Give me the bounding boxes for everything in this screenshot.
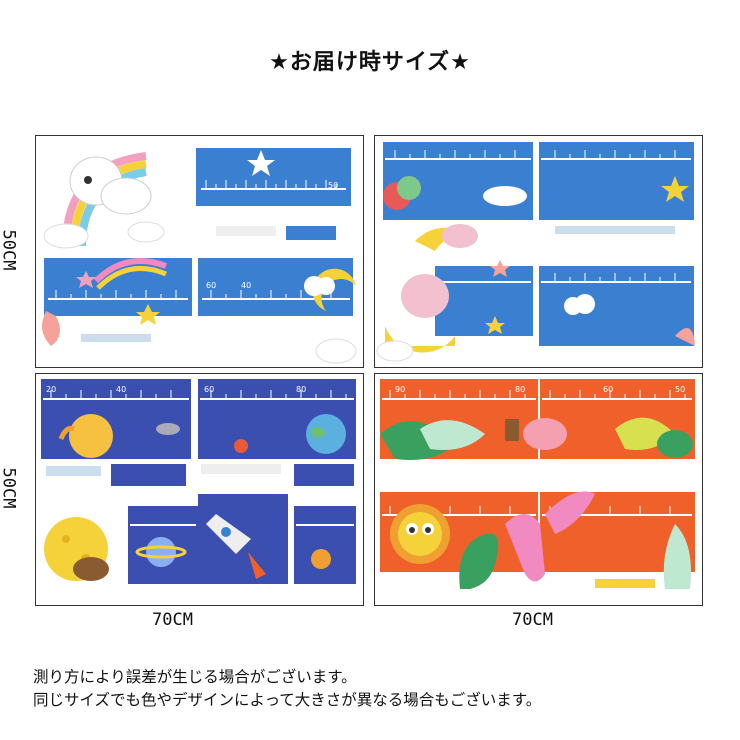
height-label-top: 50CM — [0, 229, 19, 271]
ruler-number: 60 — [206, 281, 216, 290]
ruler-number: 60 — [204, 385, 214, 394]
ruler-number: 90 — [395, 385, 405, 394]
ruler-number: 40 — [116, 385, 126, 394]
ruler-number: 50 — [328, 181, 338, 190]
ruler-number: 50 — [675, 385, 685, 394]
ruler-number: 80 — [515, 385, 525, 394]
width-label-left: 70CM — [152, 610, 193, 630]
width-label-right: 70CM — [512, 610, 553, 630]
sticker-panel-bunny — [374, 135, 703, 368]
ruler-number: 80 — [296, 385, 306, 394]
ruler-number: 60 — [603, 385, 613, 394]
ruler-number: 20 — [46, 385, 56, 394]
sticker-panel-unicorn: 50 70 40 60 — [35, 135, 364, 368]
page-title: ★お届け時サイズ★ — [269, 50, 471, 75]
note-measurement-error: 測り方により誤差が生じる場合がございます。 — [33, 668, 357, 686]
ruler-number: 70 — [176, 179, 186, 188]
note-size-variance: 同じサイズでも色やデザインによって大きさが異なる場合もございます。 — [33, 691, 542, 709]
ruler-number: 40 — [241, 281, 251, 290]
sticker-panel-space: 20 40 60 80 — [35, 373, 364, 606]
height-label-bottom: 50CM — [0, 467, 19, 509]
sticker-panel-jungle: 90 80 60 50 — [374, 373, 703, 606]
